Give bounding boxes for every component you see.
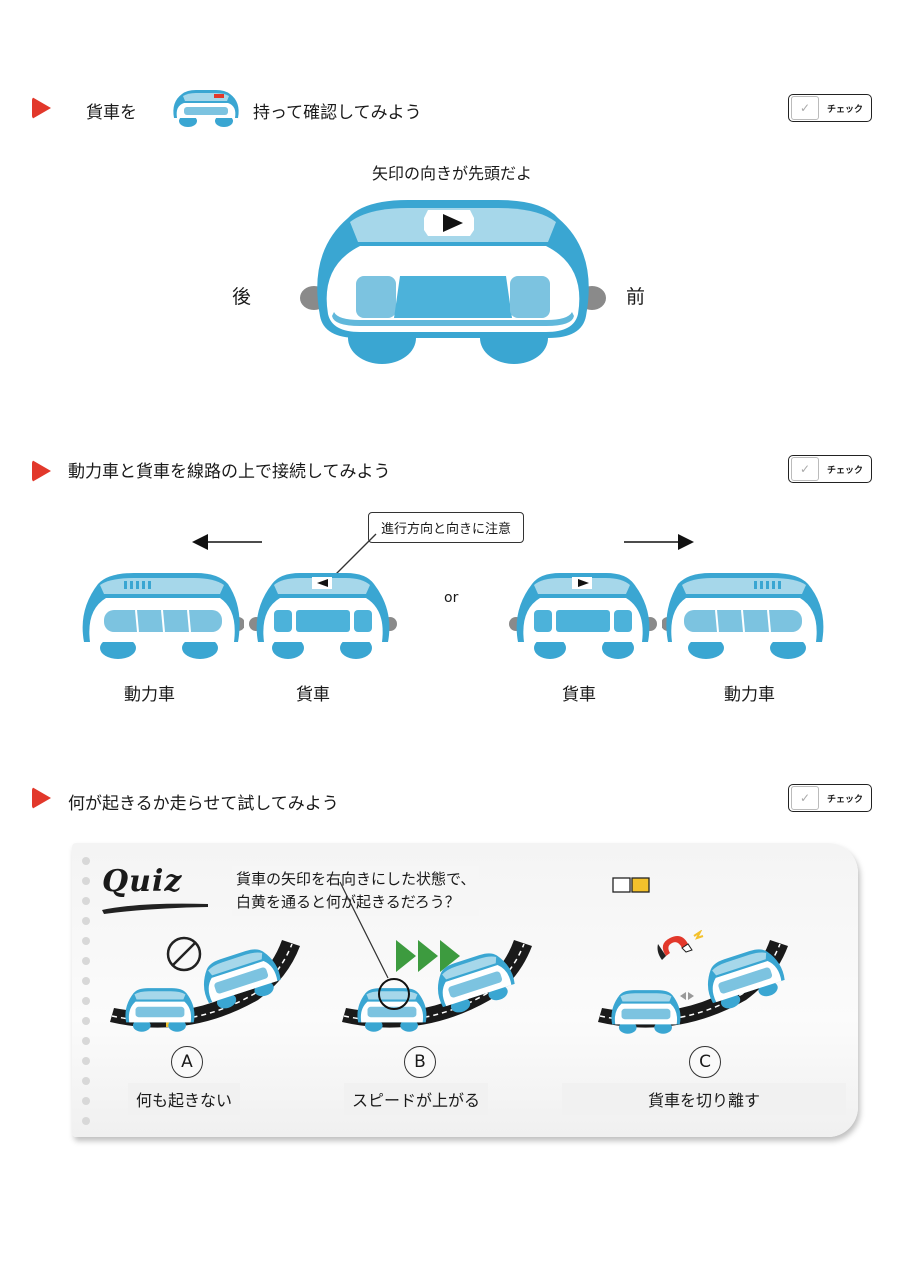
check-label: チェック: [826, 465, 863, 476]
cargo-car-left-illustration: [249, 573, 397, 659]
section2-title: 動力車と貨車を線路の上で接続してみよう: [68, 462, 391, 482]
or-label: or: [444, 590, 459, 606]
arrow-left-mini-icon: [317, 579, 328, 587]
option-a-scene: [110, 936, 300, 1032]
highlight-circle: [378, 978, 410, 1010]
cargo-car-right-illustration: [509, 573, 657, 659]
section-marker-icon: [32, 460, 51, 482]
power-car-left-illustration: [82, 573, 244, 659]
speed-up-arrows-icon: [396, 940, 460, 972]
arrow-right-mini-icon: [578, 579, 589, 587]
section1-title-b: 持って確認してみよう: [253, 103, 422, 123]
option-b-scene: [342, 940, 532, 1032]
train-label-cargo-left: 貨車: [296, 685, 330, 705]
arrow-left-icon: [192, 534, 208, 550]
power-car-right-illustration: [662, 573, 824, 659]
white-yellow-tile-icon: [612, 877, 650, 893]
check-button-2[interactable]: ✓ チェック: [788, 455, 872, 483]
option-a-answer: 何も起きない: [128, 1083, 241, 1115]
check-box-icon: ✓: [791, 786, 819, 810]
no-effect-icon: [166, 936, 202, 972]
section3-title: 何が起きるか走らせて試してみよう: [68, 794, 339, 814]
train-label-cargo-right: 貨車: [562, 685, 596, 705]
train-label-power-left: 動力車: [124, 685, 175, 705]
option-b-answer: スピードが上がる: [344, 1083, 489, 1115]
arrow-direction-note: 矢印の向きが先頭だよ: [372, 164, 533, 183]
section1-title-a: 貨車を: [86, 103, 137, 123]
check-button-1[interactable]: ✓ チェック: [788, 94, 872, 122]
quiz-question-line2: 白黄を通ると何が起きるだろう？: [236, 893, 460, 911]
option-c-letter: C: [689, 1046, 721, 1078]
option-b-letter: B: [404, 1046, 436, 1078]
quiz-question: 貨車の矢印を右向きにした状態で、 白黄を通ると何が起きるだろう？: [232, 866, 480, 916]
check-label: チェック: [826, 104, 863, 115]
cargo-car-large-illustration: [300, 200, 606, 364]
cargo-car-small-icon: [173, 90, 239, 127]
option-c-scene: [598, 930, 789, 1034]
quiz-underline-brush: [102, 903, 208, 914]
option-a-letter: A: [171, 1046, 203, 1078]
train-label-power-right: 動力車: [724, 685, 775, 705]
section-marker-icon: [32, 97, 51, 119]
question-pointer-line: [339, 881, 389, 979]
check-button-3[interactable]: ✓ チェック: [788, 784, 872, 812]
option-c-answer: 貨車を切り離す: [562, 1083, 846, 1115]
check-box-icon: ✓: [791, 457, 819, 481]
arrow-right-icon: [678, 534, 694, 550]
magnet-icon: [657, 930, 704, 960]
quiz-logo: Quiz: [102, 864, 183, 899]
check-box-icon: ✓: [791, 96, 819, 120]
check-label: チェック: [826, 794, 863, 805]
quiz-question-line1: 貨車の矢印を右向きにした状態で、: [236, 870, 476, 888]
direction-callout: 進行方向と向きに注意: [368, 512, 525, 543]
front-label: 前: [626, 286, 646, 308]
section-marker-icon: [32, 787, 51, 809]
back-label: 後: [232, 286, 252, 308]
